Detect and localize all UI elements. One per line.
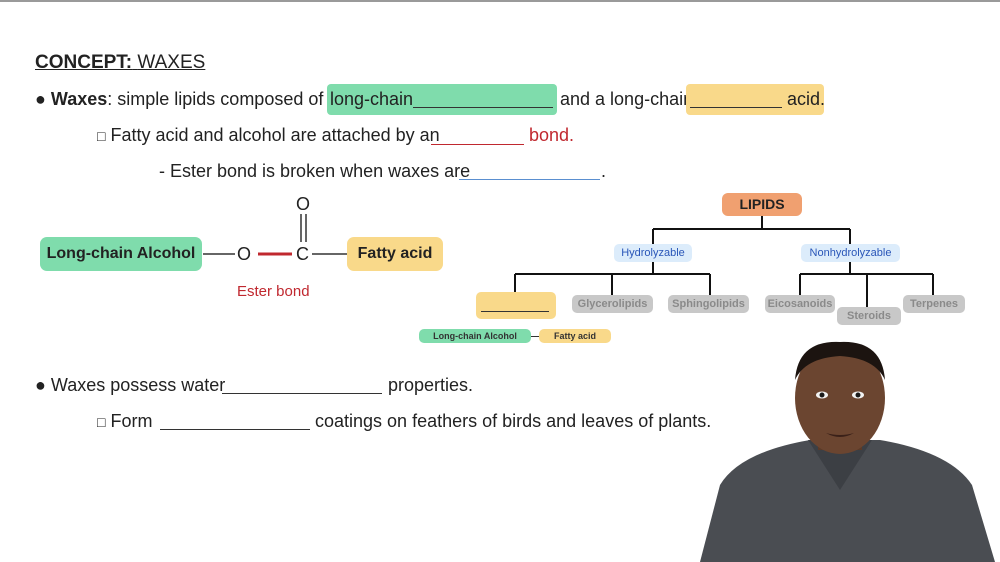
bullet2-text: Waxes possess water: [50, 375, 226, 395]
bullet-water-properties: ● Waxes possess water: [35, 375, 225, 396]
carbonyl-oxygen: O: [296, 194, 311, 214]
ester-carbon: C: [296, 244, 309, 264]
bond-word: bond.: [529, 125, 575, 145]
sub1-text: Fatty acid and alcohol are attached by a…: [110, 125, 440, 145]
terpenes-node: Terpenes: [903, 295, 965, 313]
tree-connectors: [514, 216, 934, 307]
long-chain-word: long-chain: [330, 89, 414, 109]
blank-waxes-node: [481, 311, 549, 312]
and-long-chain-text: and a long-chain: [560, 89, 694, 109]
blank-fatty: [690, 107, 782, 108]
mini-alcohol-pill: Long-chain Alcohol: [419, 329, 531, 343]
period: .: [601, 161, 607, 181]
nonhydrolyzable-node: Nonhydrolyzable: [801, 244, 900, 262]
checkbox-icon: □: [97, 414, 106, 430]
concept-topic: WAXES: [137, 52, 206, 73]
definition-text: : simple lipids composed of a: [107, 89, 339, 109]
sphingolipids-node: Sphingolipids: [668, 295, 749, 313]
mini-bond: [531, 336, 539, 337]
alcohol-pill: Long-chain Alcohol: [40, 237, 202, 271]
form-word: Form: [110, 411, 153, 431]
top-border: [0, 0, 1000, 2]
concept-title: CONCEPT: WAXES: [35, 52, 205, 74]
hydrolyzable-node: Hydrolyzable: [614, 244, 692, 262]
properties-word: properties.: [388, 375, 474, 395]
fatty-acid-highlight: acid.: [686, 84, 826, 115]
bullet-waxes-definition: ● Waxes: simple lipids composed of a: [35, 89, 338, 110]
sub-hydrolysis: - Ester bond is broken when waxes are: [159, 161, 471, 181]
blank-water: [222, 393, 382, 394]
checkbox-icon: □: [97, 128, 106, 144]
bullet-icon: ●: [35, 89, 46, 109]
sub-ester-bond: □ Fatty acid and alcohol are attached by…: [97, 125, 440, 146]
lipids-node: LIPIDS: [722, 193, 802, 216]
mini-fatty-pill: Fatty acid: [539, 329, 611, 343]
fatty-acid-pill: Fatty acid: [347, 237, 443, 271]
glycerolipids-node: Glycerolipids: [572, 295, 653, 313]
long-chain-alcohol-highlight: long-chain: [327, 84, 557, 115]
presenter-video: [700, 340, 1000, 562]
acid-word: acid.: [787, 89, 826, 109]
blank-coatings: [160, 429, 310, 430]
ester-bond-label: Ester bond: [237, 283, 310, 300]
waxes-term: Waxes: [50, 89, 108, 109]
blank-ester: [431, 144, 524, 145]
coatings-text: coatings on feathers of birds and leaves…: [315, 411, 712, 431]
waxes-blank-node: [476, 292, 556, 319]
blank-hydrolyzed: [459, 179, 600, 180]
ester-oxygen: O: [237, 244, 252, 264]
bullet-icon: ●: [35, 375, 46, 395]
steroids-node: Steroids: [837, 307, 901, 325]
blank-alcohol: [413, 107, 553, 108]
concept-label: CONCEPT:: [35, 52, 133, 73]
eicosanoids-node: Eicosanoids: [765, 295, 835, 313]
sub-coatings: □ Form: [97, 411, 152, 432]
ester-bonds: [203, 214, 347, 256]
presenter-illustration: [700, 341, 995, 562]
